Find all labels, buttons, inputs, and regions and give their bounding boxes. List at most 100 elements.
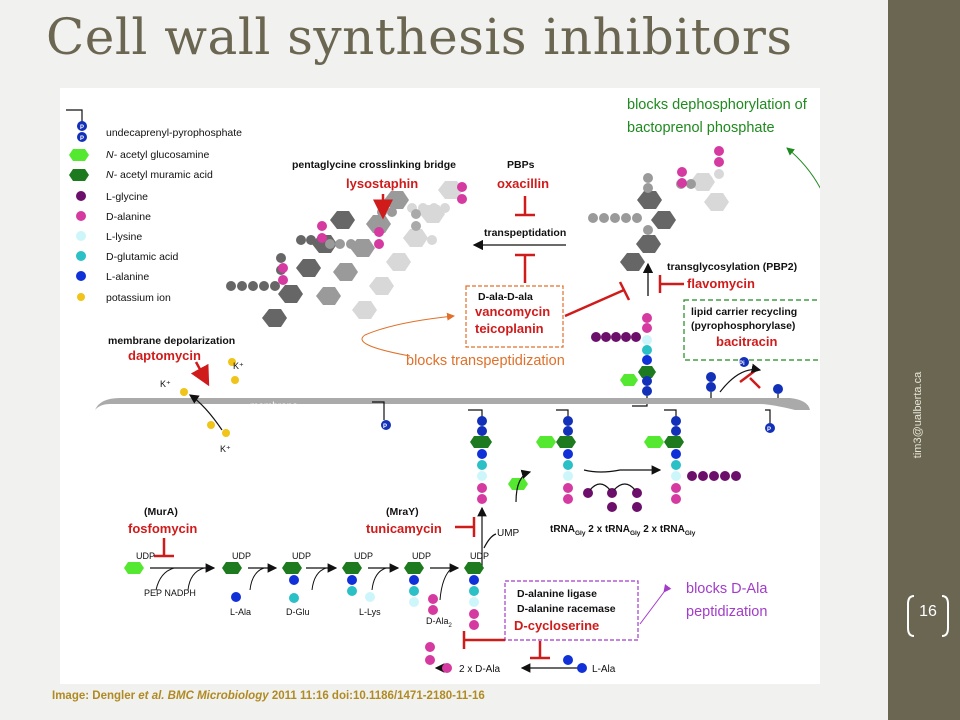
- glutamate-circle-icon: [76, 251, 86, 261]
- glycine-circle-icon: [76, 191, 86, 201]
- membrane-depol-label: membrane depolarization: [108, 335, 235, 347]
- pbps-label: PBPs: [507, 159, 535, 171]
- page-number-bracket: [907, 595, 949, 637]
- l-ala-label-1: L-Ala: [230, 607, 251, 617]
- fosfomycin-label: fosfomycin: [128, 521, 197, 536]
- lipid-carriers-membrane: P P: [372, 401, 775, 433]
- l-ala-label-2: L-Ala: [592, 664, 616, 675]
- svg-text:lipid carrier recycling: lipid carrier recycling: [691, 306, 797, 318]
- tunicamycin-inhibit-bar: [455, 517, 476, 537]
- svg-text:UDP: UDP: [292, 551, 311, 561]
- purple-annotation-arrow: [639, 584, 672, 625]
- potassium-ions: K⁺ K⁺ K⁺: [160, 358, 244, 454]
- nascent-peptidoglycan: [588, 146, 729, 296]
- svg-text:N- acetyl muramic acid: N- acetyl muramic acid: [106, 169, 213, 181]
- svg-text:L-lysine: L-lysine: [106, 231, 142, 243]
- mura-label: (MurA): [144, 506, 178, 518]
- svg-text:L-glycine: L-glycine: [106, 191, 148, 203]
- oxacillin-inhibit-bar: [515, 196, 535, 217]
- l-lys-label: L-Lys: [359, 607, 381, 617]
- svg-text:D-alanine ligase: D-alanine ligase: [517, 588, 597, 600]
- d-glu-label: D-Glu: [286, 607, 310, 617]
- lysine-circle-icon: [76, 231, 86, 241]
- lipid-carrier-box: [683, 299, 820, 361]
- legend: P P undecaprenyl-pyrophosphate N- acetyl…: [66, 109, 242, 304]
- slide-title: Cell wall synthesis inhibitors: [46, 8, 793, 66]
- page-number: 16: [919, 603, 937, 620]
- crosslinked-peptidoglycan: [226, 181, 467, 327]
- svg-text:K⁺: K⁺: [220, 444, 231, 454]
- lysostaphin-label: lysostaphin: [346, 176, 418, 191]
- oxacillin-label: oxacillin: [497, 176, 549, 191]
- udp-pathway: UDP UDP UDP UDP UDP UDP: [124, 551, 489, 630]
- lipid-recycle: Pi: [699, 357, 783, 403]
- svg-text:UDP: UDP: [136, 551, 155, 561]
- two-x-dala-label: 2 x D-Ala: [459, 664, 501, 675]
- flavomycin-label: flavomycin: [687, 276, 755, 291]
- cycloserine-inhibit-bars: [462, 631, 550, 660]
- annotation-dephosphorylation: blocks dephosphorylation of bactoprenol …: [627, 97, 807, 136]
- legend-label-pyrophosphate: undecaprenyl-pyrophosphate: [106, 127, 242, 139]
- svg-text:L-alanine: L-alanine: [106, 271, 149, 283]
- green-annotation-arrow: [786, 147, 820, 189]
- fosfomycin-inhibit-bar: [154, 538, 174, 558]
- pep-nadph-label: PEP NADPH: [144, 588, 196, 598]
- pathway-diagram: P P undecaprenyl-pyrophosphate N- acetyl…: [66, 109, 820, 675]
- murnac-hexagon-icon: [69, 169, 89, 181]
- daptomycin-label: daptomycin: [128, 348, 201, 363]
- svg-text:N- acetyl glucosamine: N- acetyl glucosamine: [106, 149, 209, 161]
- d-ala2-label: D-Ala2: [426, 616, 453, 629]
- dala-synthesis: [425, 642, 587, 673]
- svg-text:UDP: UDP: [354, 551, 373, 561]
- annotation-transpeptidization: blocks transpeptidization: [406, 353, 565, 369]
- pyrophosphate-icon: [77, 121, 87, 131]
- svg-text:P: P: [80, 136, 84, 142]
- vanco-inhibit-right: [564, 281, 631, 318]
- svg-text:D-alanine racemase: D-alanine racemase: [517, 603, 616, 615]
- glcnac-hexagon-icon: [69, 149, 89, 161]
- mray-label: (MraY): [386, 506, 419, 518]
- svg-text:UDP: UDP: [412, 551, 431, 561]
- ump-label: UMP: [497, 528, 520, 539]
- svg-text:P: P: [767, 427, 771, 433]
- image-caption: Image: Dengler et al. BMC Microbiology 2…: [52, 690, 485, 702]
- svg-text:D-ala-D-ala: D-ala-D-ala: [478, 291, 533, 303]
- author-email: tim3@ualberta.ca: [912, 371, 924, 459]
- figure-panel: P P undecaprenyl-pyrophosphate N- acetyl…: [60, 88, 820, 684]
- potassium-circle-icon: [77, 293, 85, 301]
- membrane-bar: [95, 398, 810, 410]
- svg-text:K⁺: K⁺: [160, 379, 171, 389]
- svg-text:P: P: [383, 424, 387, 430]
- transpeptidation-label: transpeptidation: [484, 227, 566, 239]
- svg-text:UDP: UDP: [470, 551, 489, 561]
- tunicamycin-label: tunicamycin: [366, 521, 442, 536]
- bacitracin-label: bacitracin: [716, 334, 777, 349]
- svg-text:potassium ion: potassium ion: [106, 292, 171, 304]
- orange-annotation-arrow: [361, 312, 455, 357]
- trna-label: tRNAGly 2 x tRNAGly 2 x tRNAGly: [550, 524, 696, 537]
- daptomycin-arrow: [190, 361, 210, 387]
- lipid-ii-stem: [591, 313, 656, 407]
- svg-text:K⁺: K⁺: [233, 361, 244, 371]
- vanco-inhibit-bar: [515, 253, 535, 283]
- dala-dala-box: [465, 285, 564, 348]
- annotation-dala-peptidization: blocks D-Ala peptidization: [686, 581, 768, 620]
- svg-text:D-alanine: D-alanine: [106, 211, 151, 223]
- svg-text:UDP: UDP: [232, 551, 251, 561]
- svg-text:D-glutamic acid: D-glutamic acid: [106, 251, 179, 263]
- flavomycin-inhibit-bar: [658, 275, 684, 293]
- l-alanine-circle-icon: [76, 271, 86, 281]
- svg-text:P: P: [80, 125, 84, 131]
- membrane-label: membrane: [250, 401, 298, 412]
- d-alanine-circle-icon: [76, 211, 86, 221]
- d-cycloserine-label: D-cycloserine: [514, 618, 599, 633]
- transglycosylation-label: transglycosylation (PBP2): [667, 261, 797, 273]
- teicoplanin-label: teicoplanin: [475, 321, 544, 336]
- vancomycin-label: vancomycin: [475, 304, 550, 319]
- pentaglycine-label: pentaglycine crosslinking bridge: [292, 159, 456, 171]
- cycloserine-box: [504, 580, 639, 641]
- lipid-intermediates: [468, 409, 741, 512]
- svg-text:Pi: Pi: [739, 361, 745, 367]
- svg-text:(pyrophosphorylase): (pyrophosphorylase): [691, 320, 795, 332]
